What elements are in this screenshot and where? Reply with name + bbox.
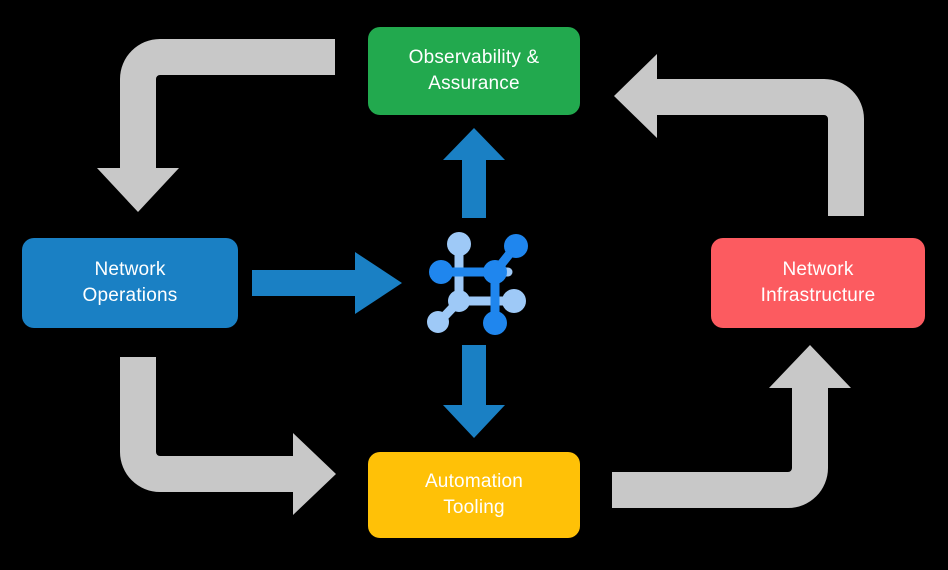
arrow-operations-to-automation [120, 357, 336, 515]
node-network-infrastructure[interactable]: Network Infrastructure [711, 238, 925, 328]
arrow-center-to-automation [443, 345, 505, 438]
network-icon-dark-nodes [429, 234, 528, 335]
node-observability-label: Observability & Assurance [408, 47, 540, 94]
node-automation-label: Automation Tooling [424, 471, 524, 518]
arrow-center-to-observability [443, 128, 505, 218]
node-network-operations[interactable]: Network Operations [22, 238, 238, 328]
network-icon-light-nodes [427, 232, 526, 333]
node-observability-assurance[interactable]: Observability & Assurance [368, 27, 580, 115]
node-automation-tooling[interactable]: Automation Tooling [368, 452, 580, 538]
arrow-operations-to-center [252, 252, 402, 314]
node-infrastructure-label: Network Infrastructure [760, 259, 876, 306]
arrow-infrastructure-to-observability [614, 54, 864, 216]
network-topology-icon [427, 232, 528, 335]
node-operations-label: Network Operations [82, 259, 178, 306]
arrow-observability-to-operations [97, 39, 335, 212]
arrow-automation-to-infrastructure [612, 345, 851, 508]
